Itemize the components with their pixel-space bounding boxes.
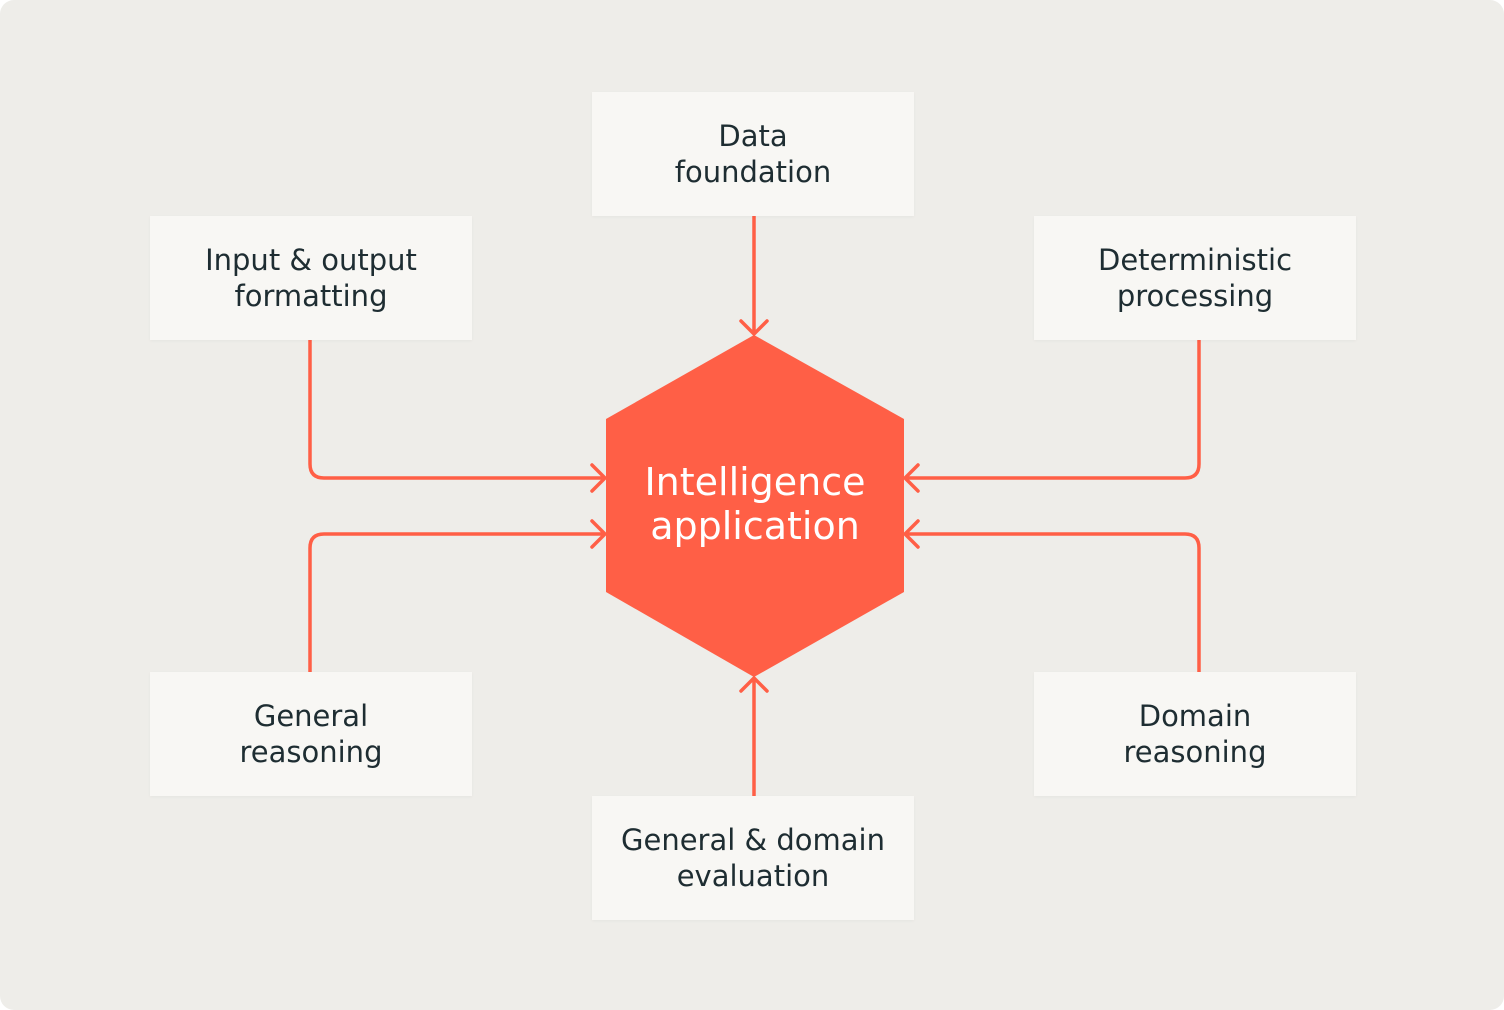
node-label: reasoning bbox=[1123, 735, 1267, 769]
node-label: Deterministic bbox=[1097, 243, 1293, 277]
node-label: General & domain bbox=[621, 823, 885, 857]
node-general-reasoning: General reasoning bbox=[150, 672, 472, 796]
node-domain-reasoning: Domain reasoning bbox=[1034, 672, 1356, 796]
connector-data-foundation bbox=[739, 214, 769, 336]
connector-evaluation bbox=[739, 676, 769, 798]
center-label-line1: Intelligence bbox=[644, 460, 866, 504]
connector-deterministic bbox=[903, 338, 1201, 493]
node-label: processing bbox=[1116, 279, 1274, 313]
node-evaluation: General & domain evaluation bbox=[592, 796, 914, 920]
node-io-formatting: Input & output formatting bbox=[150, 216, 472, 340]
node-data-foundation: Data foundation bbox=[592, 92, 914, 216]
node-label: General bbox=[253, 699, 369, 733]
node-label: foundation bbox=[674, 155, 832, 189]
center-label: Intelligence application bbox=[606, 460, 904, 548]
center-label-line2: application bbox=[650, 504, 860, 548]
node-label: Input & output bbox=[205, 243, 417, 277]
node-label: Data bbox=[718, 119, 788, 153]
node-label: formatting bbox=[234, 279, 388, 313]
center-hexagon bbox=[606, 335, 904, 677]
node-label: Domain bbox=[1138, 699, 1252, 733]
connector-io-formatting bbox=[308, 338, 607, 493]
connector-domain-reasoning bbox=[903, 519, 1201, 674]
node-label: evaluation bbox=[676, 859, 830, 893]
node-label: reasoning bbox=[239, 735, 383, 769]
connector-general-reasoning bbox=[308, 519, 607, 674]
node-deterministic-processing: Deterministic processing bbox=[1034, 216, 1356, 340]
